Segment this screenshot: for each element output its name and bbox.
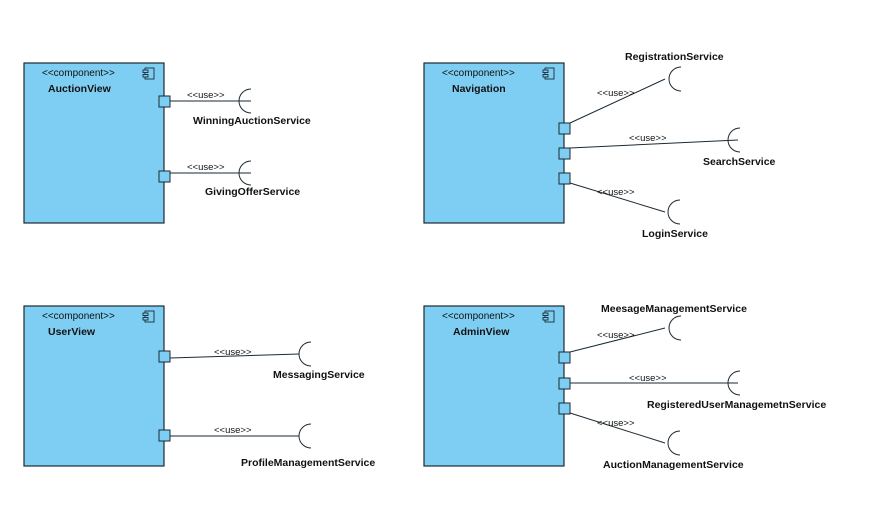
component-stereotype: <<component>>: [42, 68, 115, 79]
interface-label-givingofferservice: GivingOfferService: [205, 186, 300, 198]
component-stereotype: <<component>>: [442, 311, 515, 322]
component-stereotype: <<component>>: [442, 68, 515, 79]
interface-label-registrationservice: RegistrationService: [625, 51, 724, 63]
required-interface-socket: [727, 127, 741, 153]
component-auctionview[interactable]: <<component>> AuctionView: [23, 62, 165, 224]
use-label: <<use>>: [214, 347, 252, 358]
use-label: <<use>>: [629, 373, 667, 384]
component-icon: [142, 67, 155, 80]
use-label: <<use>>: [597, 330, 635, 341]
required-interface-socket: [667, 199, 681, 225]
port: [558, 402, 571, 415]
port: [158, 350, 171, 363]
interface-label-searchservice: SearchService: [703, 156, 776, 168]
required-interface-socket: [298, 341, 312, 367]
port: [558, 147, 571, 160]
required-interface-socket: [238, 88, 252, 114]
use-label: <<use>>: [597, 418, 635, 429]
component-adminview[interactable]: <<component>> AdminView: [423, 305, 565, 467]
component-icon: [542, 310, 555, 323]
port: [158, 170, 171, 183]
use-link: [569, 139, 739, 149]
use-link: [569, 327, 666, 353]
use-link: [569, 78, 666, 124]
component-userview[interactable]: <<component>> UserView: [23, 305, 165, 467]
interface-label-auctionmanagementservice: AuctionManagementService: [603, 459, 744, 471]
port: [558, 172, 571, 185]
component-name: AuctionView: [48, 83, 112, 95]
use-label: <<use>>: [214, 425, 252, 436]
component-icon: [542, 67, 555, 80]
use-link: [569, 412, 666, 444]
required-interface-socket: [668, 66, 682, 92]
required-interface-socket: [298, 423, 312, 449]
use-label: <<use>>: [597, 88, 635, 99]
use-label: <<use>>: [629, 133, 667, 144]
interface-label-winningauctionservice: WinningAuctionService: [193, 115, 311, 127]
interface-label-meesagemanagementservice: MeesageManagementService: [601, 303, 747, 315]
required-interface-socket: [238, 160, 252, 186]
interface-label-loginservice: LoginService: [642, 228, 708, 240]
use-link: [569, 182, 666, 213]
component-box: [23, 305, 165, 467]
port: [558, 351, 571, 364]
use-label: <<use>>: [187, 90, 225, 101]
port: [558, 122, 571, 135]
use-link: [169, 353, 300, 359]
interface-label-registeredusermanagemetnservice: RegisteredUserManagemetnService: [647, 399, 826, 411]
port: [158, 429, 171, 442]
component-name: Navigation: [452, 83, 506, 95]
required-interface-socket: [667, 430, 681, 456]
port: [158, 95, 171, 108]
component-icon: [142, 310, 155, 323]
use-label: <<use>>: [597, 187, 635, 198]
port: [558, 377, 571, 390]
component-box: [23, 62, 165, 224]
interface-label-profilemanagementservice: ProfileManagementService: [241, 457, 375, 469]
required-interface-socket: [668, 315, 682, 341]
component-name: AdminView: [453, 326, 510, 338]
component-stereotype: <<component>>: [42, 311, 115, 322]
interface-label-messagingservice: MessagingService: [273, 369, 365, 381]
component-navigation[interactable]: <<component>> Navigation: [423, 62, 565, 224]
use-label: <<use>>: [187, 162, 225, 173]
component-box: [423, 62, 565, 224]
component-name: UserView: [48, 326, 96, 338]
required-interface-socket: [727, 370, 741, 396]
